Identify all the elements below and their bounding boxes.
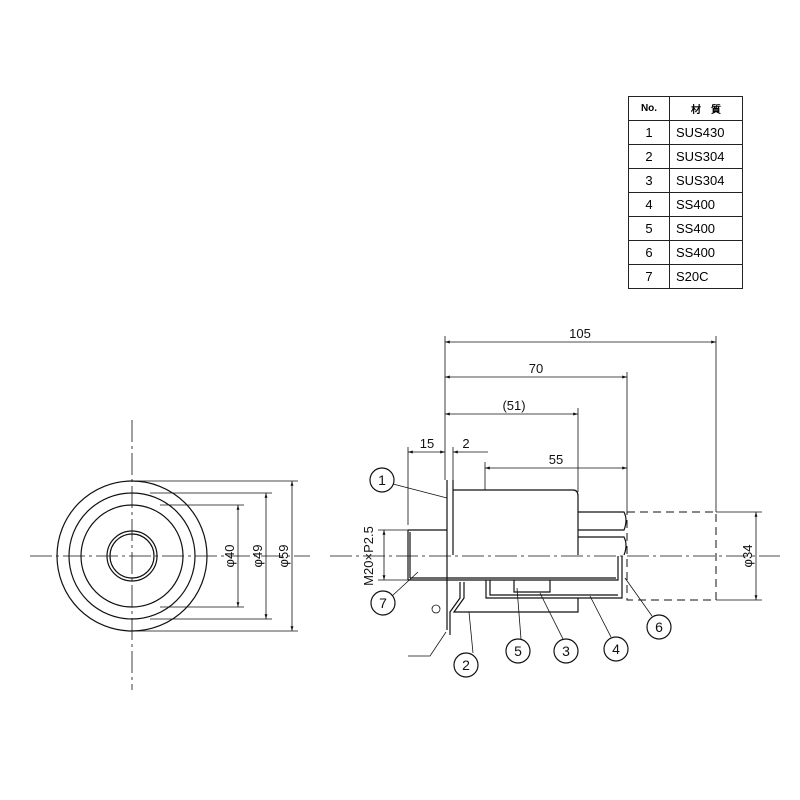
hidden-extension xyxy=(626,511,717,601)
thread-label: M20×P2.5 xyxy=(361,526,376,586)
bore-outer-circle xyxy=(106,530,158,582)
dim-15: 15 xyxy=(420,436,434,451)
dim-phi59: φ59 xyxy=(276,545,291,568)
cell-material: S20C xyxy=(669,264,743,289)
cell-material: SUS304 xyxy=(669,144,743,169)
part-5 xyxy=(513,580,551,593)
thread-end xyxy=(407,529,447,580)
body-circle xyxy=(80,504,184,608)
balloon-2: 2 xyxy=(453,652,479,678)
dim-51: (51) xyxy=(502,398,525,413)
cell-no: 4 xyxy=(628,192,670,217)
svg-text:5: 5 xyxy=(514,643,522,659)
flange-circle xyxy=(68,492,196,620)
dim-70: 70 xyxy=(529,361,543,376)
bore-inner-circle xyxy=(109,533,155,579)
svg-text:2: 2 xyxy=(462,657,470,673)
dim-phi40: φ40 xyxy=(222,545,237,568)
svg-text:4: 4 xyxy=(612,641,620,657)
flange-plate xyxy=(446,480,454,630)
svg-text:6: 6 xyxy=(655,619,663,635)
dim-phi49: φ49 xyxy=(250,545,265,568)
dim-55: 55 xyxy=(549,452,563,467)
balloons: 1 2 3 4 5 6 7 xyxy=(369,467,672,678)
balloon-7: 7 xyxy=(370,590,396,616)
balloon-5: 5 xyxy=(505,638,531,664)
dim-phi34: φ34 xyxy=(740,545,755,568)
header-no: No. xyxy=(628,96,670,121)
front-view: φ40 φ49 φ59 xyxy=(30,420,310,690)
pipe-7 xyxy=(408,556,619,581)
dim-2: 2 xyxy=(462,436,469,451)
balloon-6: 6 xyxy=(646,614,672,640)
part-2 xyxy=(449,582,579,635)
cell-no: 3 xyxy=(628,168,670,193)
part-4 xyxy=(485,556,623,599)
cell-no: 2 xyxy=(628,144,670,169)
side-view: 105 70 (51) 15 2 55 φ34 M20×P2.5 1 xyxy=(330,326,780,678)
svg-text:3: 3 xyxy=(562,643,570,659)
svg-text:1: 1 xyxy=(378,472,386,488)
body xyxy=(453,489,579,555)
shaft xyxy=(578,511,627,556)
cell-material: SUS304 xyxy=(669,168,743,193)
balloon-4: 4 xyxy=(603,636,629,662)
cell-no: 5 xyxy=(628,216,670,241)
balloon-1: 1 xyxy=(369,467,395,493)
cell-material: SS400 xyxy=(669,216,743,241)
dim-105: 105 xyxy=(569,326,591,341)
cell-no: 7 xyxy=(628,264,670,289)
balloon-3: 3 xyxy=(553,638,579,664)
svg-text:7: 7 xyxy=(379,595,387,611)
